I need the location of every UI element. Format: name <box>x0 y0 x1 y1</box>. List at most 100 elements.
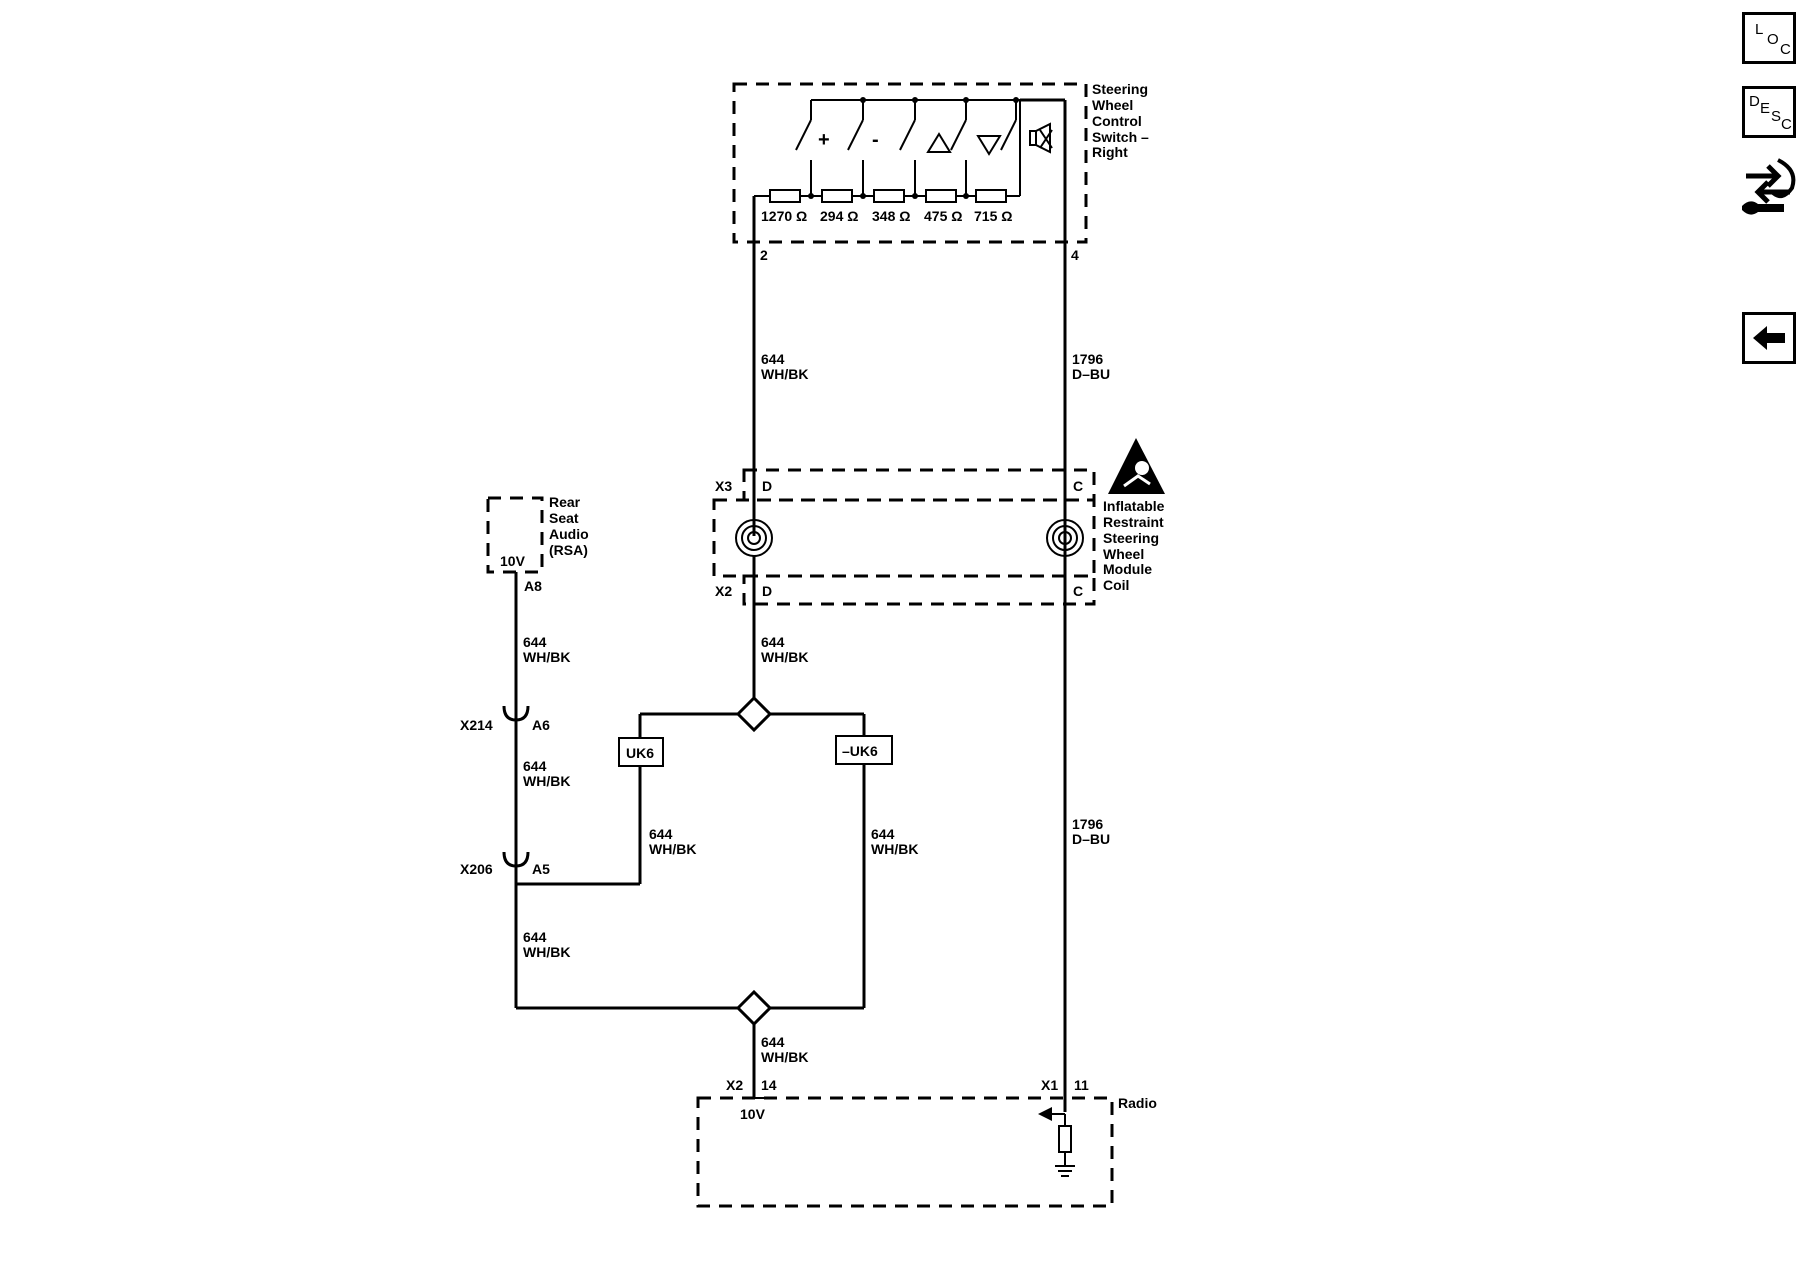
coil-spiral-left-icon <box>735 519 773 557</box>
radio-x2-pin: 14 <box>761 1077 777 1093</box>
svg-text:Wheel: Wheel <box>1092 97 1133 113</box>
connector-x214-icon <box>502 705 530 722</box>
svg-text:294 Ω: 294 Ω <box>820 208 858 224</box>
svg-text:Inflatable: Inflatable <box>1103 498 1165 514</box>
radio-x1-label: X1 <box>1041 1077 1058 1093</box>
svg-text:1270 Ω: 1270 Ω <box>761 208 807 224</box>
svg-text:644: 644 <box>523 758 547 774</box>
location-icon-l: L <box>1755 21 1764 38</box>
svg-text:WH/BK: WH/BK <box>761 1049 808 1065</box>
volume-down-icon <box>976 135 1002 156</box>
splice-top <box>735 695 773 733</box>
svg-text:WH/BK: WH/BK <box>523 773 570 789</box>
radio-name: Radio <box>1118 1095 1157 1111</box>
svg-text:WH/BK: WH/BK <box>871 841 918 857</box>
coil-x2-pin-c: C <box>1073 583 1083 599</box>
coil-x3-label: X3 <box>715 478 732 494</box>
connector-x206-label: X206 <box>460 861 493 877</box>
option-not-uk6-label: –UK6 <box>842 743 878 759</box>
svg-text:715 Ω: 715 Ω <box>974 208 1012 224</box>
coil-x2-pin-d: D <box>762 583 772 599</box>
switch-pin-2: 2 <box>760 247 768 263</box>
coil-x3-pin-c: C <box>1073 478 1083 494</box>
wire-label-644-rsa-3: 644 WH/BK <box>523 929 570 960</box>
airbag-warning-icon <box>1108 438 1165 494</box>
svg-text:475 Ω: 475 Ω <box>924 208 962 224</box>
radio-pullup-resistor <box>1058 1114 1072 1166</box>
mute-icon <box>1029 122 1053 154</box>
radio-input-arrow-icon <box>1038 1107 1065 1121</box>
connector-tool-icon <box>1742 158 1796 215</box>
svg-text:Right: Right <box>1092 144 1128 160</box>
svg-text:Coil: Coil <box>1103 577 1129 593</box>
ground-icon <box>1055 1165 1075 1177</box>
coil-module-name: Inflatable Restraint Steering Wheel Modu… <box>1103 498 1165 593</box>
svg-text:644: 644 <box>523 634 547 650</box>
svg-text:Seat: Seat <box>549 510 579 526</box>
switch-contacts <box>795 97 1021 196</box>
svg-text:Rear: Rear <box>549 494 581 510</box>
wire-label-644-not-uk6: 644 WH/BK <box>871 826 918 857</box>
location-button[interactable]: L O C <box>1742 12 1796 64</box>
rsa-voltage: 10V <box>500 553 526 569</box>
connector-x206-pin: A5 <box>532 861 550 877</box>
rsa-module-name: Rear Seat Audio (RSA) <box>549 494 589 558</box>
radio-x2-label: X2 <box>726 1077 743 1093</box>
radio-voltage: 10V <box>740 1106 766 1122</box>
coil-x2-connector <box>742 574 1096 606</box>
svg-text:644: 644 <box>871 826 895 842</box>
svg-text:Control: Control <box>1092 113 1142 129</box>
svg-text:WH/BK: WH/BK <box>523 944 570 960</box>
switch-pin-4: 4 <box>1071 247 1079 263</box>
svg-text:644: 644 <box>761 351 785 367</box>
description-icon-s: S <box>1771 108 1782 125</box>
radio-x1-pin: 11 <box>1074 1077 1089 1093</box>
svg-text:(RSA): (RSA) <box>549 542 588 558</box>
switch-module-outline <box>732 82 1088 244</box>
connector-x214-label: X214 <box>460 717 493 733</box>
wire-label-644-upper: 644 WH/BK <box>761 351 808 382</box>
wire-label-1796-upper: 1796 D–BU <box>1072 351 1110 382</box>
svg-text:644: 644 <box>649 826 673 842</box>
rsa-pin-a8: A8 <box>524 578 542 594</box>
svg-text:Restraint: Restraint <box>1103 514 1164 530</box>
svg-text:348 Ω: 348 Ω <box>872 208 910 224</box>
option-uk6-label: UK6 <box>626 745 654 761</box>
svg-text:644: 644 <box>761 634 785 650</box>
wire-label-644-mid: 644 WH/BK <box>761 634 808 665</box>
svg-text:D–BU: D–BU <box>1072 366 1110 382</box>
location-icon-c: C <box>1780 41 1791 58</box>
description-button[interactable]: D E S C <box>1742 86 1796 138</box>
switch-module-name: Steering Wheel Control Switch – Right <box>1092 81 1149 160</box>
description-icon-d: D <box>1749 93 1760 110</box>
svg-text:Steering: Steering <box>1103 530 1159 546</box>
wire-label-644-uk6: 644 WH/BK <box>649 826 696 857</box>
coil-x3-pin-d: D <box>762 478 772 494</box>
coil-x2-label: X2 <box>715 583 732 599</box>
wire-label-644-rsa-1: 644 WH/BK <box>523 634 570 665</box>
wire-label-644-lower: 644 WH/BK <box>761 1034 808 1065</box>
svg-text:Wheel: Wheel <box>1103 546 1144 562</box>
svg-text:Audio: Audio <box>549 526 589 542</box>
svg-text:WH/BK: WH/BK <box>523 649 570 665</box>
resistor-ladder <box>754 189 1020 203</box>
description-icon-c: C <box>1781 116 1792 133</box>
connector-tool-button[interactable] <box>1738 152 1800 224</box>
coil-x3-connector <box>742 468 1096 502</box>
back-arrow-icon <box>1753 326 1785 350</box>
volume-up-icon <box>926 132 952 153</box>
option-not-uk6-box <box>835 735 893 765</box>
svg-text:+: + <box>818 129 830 151</box>
wire-label-1796-lower: 1796 D–BU <box>1072 816 1110 847</box>
resistor-values: 1270 Ω 294 Ω 348 Ω 475 Ω 715 Ω <box>761 208 1012 224</box>
svg-text:Switch –: Switch – <box>1092 129 1149 145</box>
location-icon-o: O <box>1767 31 1779 48</box>
svg-text:1796: 1796 <box>1072 816 1103 832</box>
connector-x206-icon <box>502 851 530 868</box>
svg-text:Steering: Steering <box>1092 81 1148 97</box>
back-button[interactable] <box>1742 312 1796 364</box>
svg-text:Module: Module <box>1103 561 1152 577</box>
svg-text:WH/BK: WH/BK <box>761 649 808 665</box>
svg-text:644: 644 <box>761 1034 785 1050</box>
